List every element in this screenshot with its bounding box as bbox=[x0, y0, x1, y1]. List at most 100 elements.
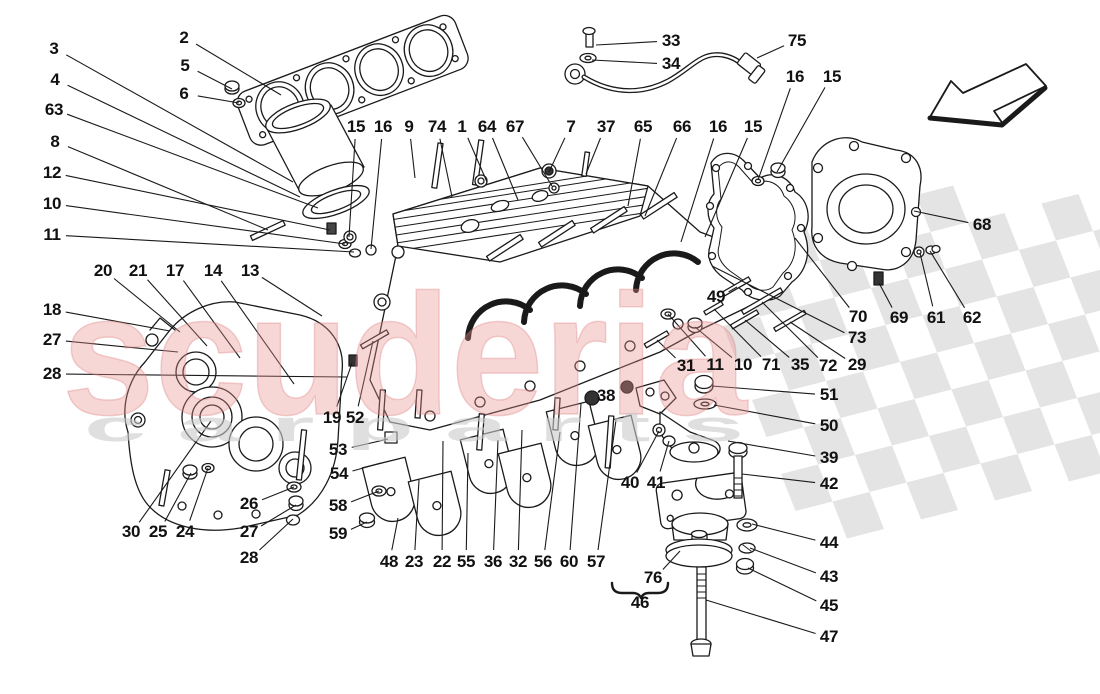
part-number-label-35[interactable]: 35 bbox=[790, 355, 810, 374]
part-number-label-24[interactable]: 24 bbox=[175, 522, 195, 541]
part-number-label-37[interactable]: 37 bbox=[596, 117, 616, 136]
part-number-label-14[interactable]: 14 bbox=[203, 261, 223, 280]
part-number-label-72[interactable]: 72 bbox=[818, 356, 838, 375]
part-number-label-55[interactable]: 55 bbox=[456, 552, 476, 571]
part-number-label-6[interactable]: 6 bbox=[179, 84, 189, 103]
leader-line-10 bbox=[694, 326, 733, 359]
part-number-label-69[interactable]: 69 bbox=[889, 308, 909, 327]
part-number-label-31[interactable]: 31 bbox=[676, 356, 696, 375]
part-number-label-53[interactable]: 53 bbox=[328, 440, 348, 459]
part-number-label-4[interactable]: 4 bbox=[50, 70, 60, 89]
part-number-label-40[interactable]: 40 bbox=[620, 473, 640, 492]
part-number-label-27[interactable]: 27 bbox=[42, 330, 62, 349]
part-number-label-70[interactable]: 70 bbox=[848, 307, 868, 326]
leader-line-61 bbox=[919, 252, 934, 307]
part-number-label-50[interactable]: 50 bbox=[819, 416, 839, 435]
part-number-label-16[interactable]: 16 bbox=[708, 117, 728, 136]
leader-line-31 bbox=[656, 339, 676, 359]
leader-line-49 bbox=[728, 286, 738, 293]
part-number-label-18[interactable]: 18 bbox=[42, 300, 62, 319]
part-number-label-67[interactable]: 67 bbox=[505, 117, 525, 136]
leader-line-63 bbox=[66, 113, 319, 209]
part-number-label-16[interactable]: 16 bbox=[785, 67, 805, 86]
part-number-label-3[interactable]: 3 bbox=[49, 39, 59, 58]
part-number-label-15[interactable]: 15 bbox=[346, 117, 366, 136]
checker-cell bbox=[848, 325, 900, 372]
part-number-label-5[interactable]: 5 bbox=[180, 56, 190, 75]
part-number-label-44[interactable]: 44 bbox=[819, 533, 839, 552]
part-number-label-22[interactable]: 22 bbox=[432, 552, 452, 571]
part-number-label-49[interactable]: 49 bbox=[706, 287, 726, 306]
checker-cell bbox=[826, 371, 878, 418]
part-number-label-58[interactable]: 58 bbox=[328, 496, 348, 515]
part-number-label-32[interactable]: 32 bbox=[508, 552, 528, 571]
part-number-label-56[interactable]: 56 bbox=[533, 552, 553, 571]
part-number-label-61[interactable]: 61 bbox=[926, 308, 946, 327]
part-number-label-13[interactable]: 13 bbox=[240, 261, 260, 280]
leader-line-44 bbox=[751, 523, 816, 541]
part-number-label-10[interactable]: 10 bbox=[733, 355, 753, 374]
engine-mount-drawing bbox=[635, 374, 758, 657]
part-number-label-45[interactable]: 45 bbox=[819, 596, 839, 615]
part-number-label-54[interactable]: 54 bbox=[329, 464, 349, 483]
part-number-label-34[interactable]: 34 bbox=[661, 54, 681, 73]
part-number-label-71[interactable]: 71 bbox=[761, 355, 781, 374]
part-number-label-36[interactable]: 36 bbox=[483, 552, 503, 571]
part-number-label-47[interactable]: 47 bbox=[819, 627, 839, 646]
part-number-label-75[interactable]: 75 bbox=[787, 31, 807, 50]
part-number-label-10[interactable]: 10 bbox=[42, 194, 62, 213]
part-number-label-63[interactable]: 63 bbox=[44, 100, 64, 119]
part-number-label-16[interactable]: 16 bbox=[373, 117, 393, 136]
leader-line-53 bbox=[351, 438, 389, 448]
part-number-label-28[interactable]: 28 bbox=[239, 548, 259, 567]
leader-line-41 bbox=[659, 440, 670, 472]
part-number-label-74[interactable]: 74 bbox=[427, 117, 447, 136]
part-number-label-17[interactable]: 17 bbox=[165, 261, 185, 280]
part-number-label-57[interactable]: 57 bbox=[586, 552, 606, 571]
part-number-label-60[interactable]: 60 bbox=[559, 552, 579, 571]
part-number-label-29[interactable]: 29 bbox=[847, 355, 867, 374]
part-number-label-19[interactable]: 19 bbox=[322, 408, 342, 427]
part-number-label-11[interactable]: 11 bbox=[43, 225, 61, 244]
part-number-label-27[interactable]: 27 bbox=[239, 522, 259, 541]
part-number-label-8[interactable]: 8 bbox=[50, 132, 60, 151]
checker-cell bbox=[996, 287, 1048, 334]
leader-line-19 bbox=[336, 362, 353, 407]
part-number-label-46[interactable]: 46 bbox=[630, 593, 650, 612]
part-number-label-42[interactable]: 42 bbox=[819, 474, 839, 493]
part-number-label-66[interactable]: 66 bbox=[672, 117, 692, 136]
part-number-label-12[interactable]: 12 bbox=[42, 163, 62, 182]
part-number-label-9[interactable]: 9 bbox=[404, 117, 414, 136]
part-number-label-25[interactable]: 25 bbox=[148, 522, 168, 541]
part-number-label-43[interactable]: 43 bbox=[819, 567, 839, 586]
part-number-label-68[interactable]: 68 bbox=[972, 215, 992, 234]
part-number-label-11[interactable]: 11 bbox=[706, 355, 724, 374]
part-number-label-26[interactable]: 26 bbox=[239, 494, 259, 513]
part-number-label-23[interactable]: 23 bbox=[404, 552, 424, 571]
part-number-label-7[interactable]: 7 bbox=[566, 117, 576, 136]
part-number-label-30[interactable]: 30 bbox=[121, 522, 141, 541]
part-number-label-59[interactable]: 59 bbox=[328, 524, 348, 543]
part-number-label-62[interactable]: 62 bbox=[962, 308, 982, 327]
part-number-label-15[interactable]: 15 bbox=[743, 117, 763, 136]
part-number-label-1[interactable]: 1 bbox=[457, 117, 467, 136]
part-number-label-64[interactable]: 64 bbox=[477, 117, 497, 136]
part-number-label-48[interactable]: 48 bbox=[379, 552, 399, 571]
part-number-label-20[interactable]: 20 bbox=[93, 261, 113, 280]
part-number-label-15[interactable]: 15 bbox=[822, 67, 842, 86]
part-number-label-33[interactable]: 33 bbox=[661, 31, 681, 50]
part-number-label-38[interactable]: 38 bbox=[596, 386, 616, 405]
part-number-label-41[interactable]: 41 bbox=[646, 473, 666, 492]
part-number-label-51[interactable]: 51 bbox=[819, 385, 839, 404]
part-number-label-39[interactable]: 39 bbox=[819, 448, 839, 467]
part-number-label-73[interactable]: 73 bbox=[847, 328, 867, 347]
part-number-label-2[interactable]: 2 bbox=[179, 28, 189, 47]
part-number-label-76[interactable]: 76 bbox=[643, 568, 663, 587]
checker-cell bbox=[1019, 240, 1071, 287]
part-number-label-65[interactable]: 65 bbox=[633, 117, 653, 136]
leader-line-18 bbox=[65, 311, 171, 332]
part-number-label-52[interactable]: 52 bbox=[345, 408, 365, 427]
part-number-label-28[interactable]: 28 bbox=[42, 364, 62, 383]
part-number-label-21[interactable]: 21 bbox=[128, 261, 148, 280]
